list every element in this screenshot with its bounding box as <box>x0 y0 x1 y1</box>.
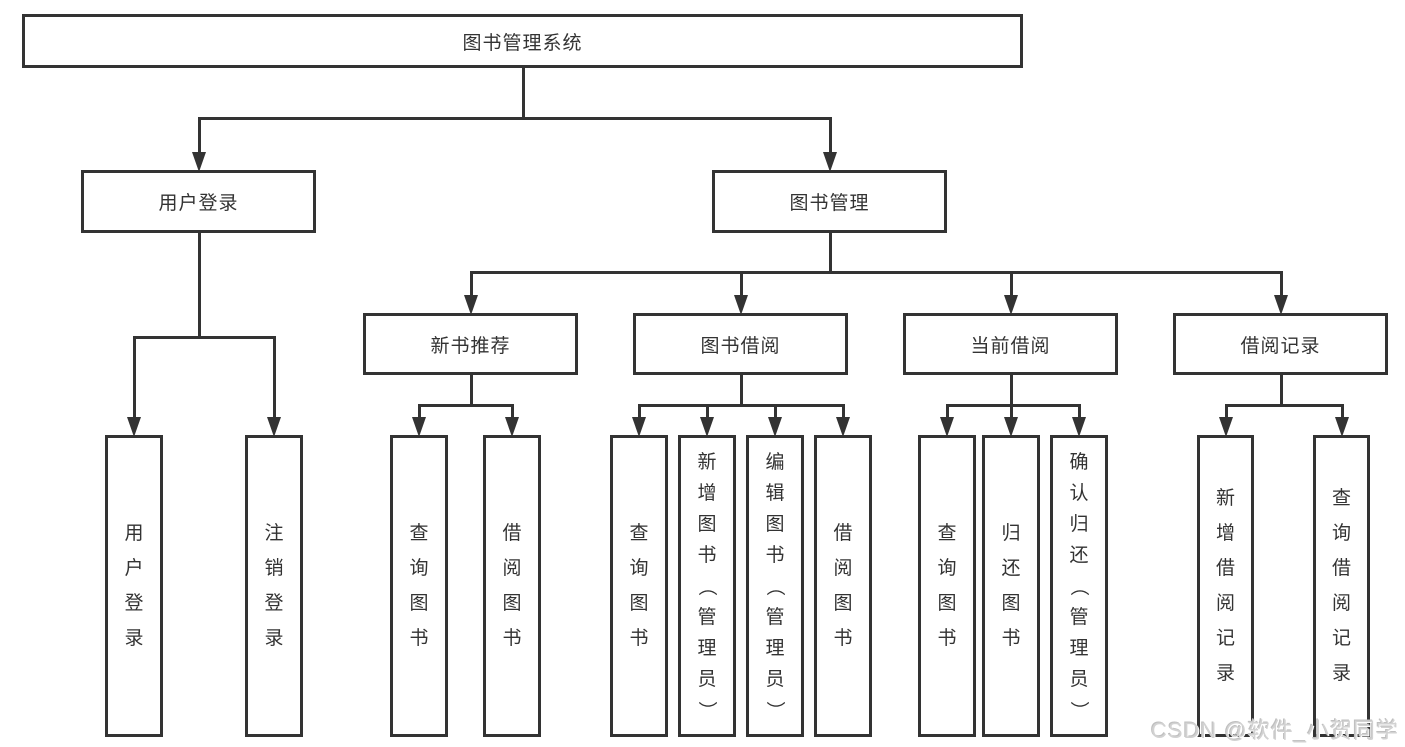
arrow-down-icon <box>836 417 850 437</box>
connector-line <box>1010 272 1013 297</box>
node-leaf-query-borrow-record: 查询借阅记录 <box>1313 435 1370 737</box>
node-leaf-logout: 注销登录 <box>245 435 303 737</box>
node-new-book-rec: 新书推荐 <box>363 313 578 375</box>
arrow-down-icon <box>1004 295 1018 315</box>
vertical-label: 新增图书（管理员） <box>696 451 718 720</box>
node-root: 图书管理系统 <box>22 14 1023 68</box>
connector-line <box>418 404 514 407</box>
node-user-login: 用户登录 <box>81 170 316 233</box>
connector-line <box>1010 405 1013 419</box>
watermark: CSDN @软件_小贺同学 <box>1150 718 1399 743</box>
node-leaf-add-borrow-record: 新增借阅记录 <box>1197 435 1254 737</box>
vertical-label: 借阅图书 <box>502 523 522 649</box>
connector-line <box>1280 272 1283 297</box>
connector-line <box>1078 405 1081 419</box>
arrow-down-icon <box>632 417 646 437</box>
arrow-down-icon <box>700 417 714 437</box>
connector-line <box>638 405 641 419</box>
node-current-borrow: 当前借阅 <box>903 313 1118 375</box>
arrow-down-icon <box>127 417 141 437</box>
arrow-down-icon <box>940 417 954 437</box>
node-leaf-borrow-book-2: 借阅图书 <box>814 435 872 737</box>
vertical-label: 编辑图书（管理员） <box>764 451 786 720</box>
vertical-label: 确认归还（管理员） <box>1068 451 1090 720</box>
vertical-label: 归还图书 <box>1001 523 1021 649</box>
connector-line <box>198 118 201 154</box>
vertical-label: 查询图书 <box>937 523 957 649</box>
arrow-down-icon <box>412 417 426 437</box>
vertical-label: 用户登录 <box>124 523 144 649</box>
connector-line <box>946 405 949 419</box>
node-leaf-return-book: 归还图书 <box>982 435 1040 737</box>
connector-line <box>522 68 525 118</box>
connector-line <box>133 336 276 339</box>
arrow-down-icon <box>267 417 281 437</box>
arrow-down-icon <box>505 417 519 437</box>
connector-line <box>470 375 473 405</box>
vertical-label: 查询图书 <box>629 523 649 649</box>
node-leaf-add-book: 新增图书（管理员） <box>678 435 736 737</box>
connector-line <box>1010 375 1013 405</box>
connector-line <box>273 337 276 419</box>
node-borrow-records: 借阅记录 <box>1173 313 1388 375</box>
connector-line <box>133 337 136 419</box>
arrow-down-icon <box>768 417 782 437</box>
vertical-label: 借阅图书 <box>833 523 853 649</box>
node-leaf-confirm-return: 确认归还（管理员） <box>1050 435 1108 737</box>
connector-line <box>1225 405 1228 419</box>
connector-line <box>470 272 473 297</box>
arrow-down-icon <box>1004 417 1018 437</box>
connector-line <box>1280 375 1283 405</box>
node-book-mgmt: 图书管理 <box>712 170 947 233</box>
connector-line <box>740 375 743 405</box>
vertical-label: 注销登录 <box>264 523 284 649</box>
arrow-down-icon <box>1219 417 1233 437</box>
vertical-label: 查询借阅记录 <box>1331 488 1351 684</box>
connector-line <box>470 271 1283 274</box>
arrow-down-icon <box>734 295 748 315</box>
node-leaf-query-book-3: 查询图书 <box>918 435 976 737</box>
connector-line <box>198 233 201 337</box>
arrow-down-icon <box>1274 295 1288 315</box>
node-leaf-query-book-1: 查询图书 <box>390 435 448 737</box>
connector-line <box>774 405 777 419</box>
node-leaf-edit-book: 编辑图书（管理员） <box>746 435 804 737</box>
node-leaf-borrow-book-1: 借阅图书 <box>483 435 541 737</box>
arrow-down-icon <box>823 152 837 172</box>
node-leaf-user-login: 用户登录 <box>105 435 163 737</box>
connector-line <box>418 405 421 419</box>
node-leaf-query-book-2: 查询图书 <box>610 435 668 737</box>
arrow-down-icon <box>192 152 206 172</box>
connector-line <box>842 405 845 419</box>
connector-line <box>198 117 832 120</box>
connector-line <box>829 118 832 154</box>
vertical-label: 新增借阅记录 <box>1215 488 1235 684</box>
connector-line <box>1341 405 1344 419</box>
connector-line <box>511 405 514 419</box>
vertical-label: 查询图书 <box>409 523 429 649</box>
node-book-borrow: 图书借阅 <box>633 313 848 375</box>
arrow-down-icon <box>464 295 478 315</box>
connector-line <box>829 233 832 272</box>
connector-line <box>1225 404 1344 407</box>
connector-line <box>638 404 845 407</box>
connector-line <box>740 272 743 297</box>
connector-line <box>946 404 1081 407</box>
arrow-down-icon <box>1072 417 1086 437</box>
connector-line <box>706 405 709 419</box>
arrow-down-icon <box>1335 417 1349 437</box>
